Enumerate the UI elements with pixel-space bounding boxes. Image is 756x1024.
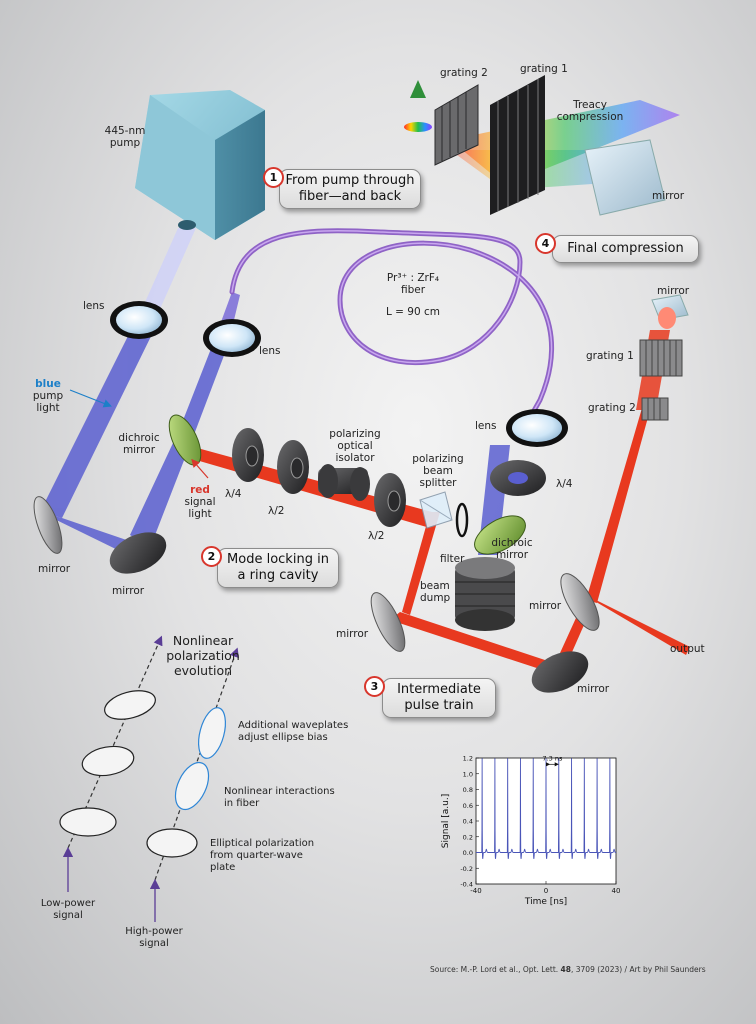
beam-dump: [455, 557, 515, 631]
y-tick-label: 0.6: [463, 802, 473, 810]
half-wave-label-1: λ/2: [268, 505, 285, 517]
y-axis-title: Signal [a.u.]: [441, 794, 451, 848]
x-tick-label: 0: [544, 887, 548, 895]
optical-isolator: [318, 464, 370, 501]
mirror-ring-left: [370, 592, 406, 652]
mirror-label-5: mirror: [577, 683, 610, 695]
x-tick-label: 40: [612, 887, 621, 895]
grating-1-right: [639, 339, 683, 377]
lens-fiber-input: [203, 319, 261, 357]
mirror-bottom-left: [33, 496, 63, 554]
callout-4-line-1: Final compression: [567, 241, 684, 256]
callout-3-line-2: pulse train: [404, 698, 474, 713]
red-pointer: [191, 458, 209, 479]
mirror-label-1: mirror: [38, 563, 71, 575]
mirror-ring-right: [560, 573, 600, 631]
quarter-wave-label-1: λ/4: [225, 488, 242, 500]
pulse-train-plot: -0.4 -0.2 0.0 0.2 0.4 0.6 0.8 1.0 1.2 -40 0 40 7.3 n…: [441, 754, 621, 907]
lens-label-1: lens: [83, 300, 105, 312]
grating-2-right: [641, 397, 669, 421]
quarter-wave-label-2: λ/4: [556, 478, 573, 490]
grating-1-right-label: grating 1: [586, 350, 634, 362]
half-wave-label-2: λ/2: [368, 530, 385, 542]
callout-1-line-1: From pump through: [285, 173, 415, 188]
output-label: output: [670, 643, 705, 655]
callout-4-number: 4: [535, 233, 556, 254]
lens-label-3: lens: [475, 420, 497, 432]
waveplate-quarter-2: [490, 460, 546, 496]
blue-pointer: [69, 389, 112, 408]
y-tick-label: 0.0: [463, 849, 473, 857]
callout-3-line-1: Intermediate: [397, 682, 481, 697]
period-annotation: 7.3 ns: [542, 754, 563, 762]
mirror-label-3: mirror: [336, 628, 369, 640]
callout-2-number: 2: [201, 546, 222, 567]
filter: [455, 502, 469, 538]
waveplate-half-2: [374, 473, 406, 527]
y-tick-label: 1.0: [463, 770, 473, 778]
y-tick-label: 0.8: [463, 786, 473, 794]
mirror-label-4: mirror: [529, 600, 562, 612]
fiber-loop: [229, 228, 555, 428]
lens-pump: [110, 301, 168, 339]
y-tick-label: -0.4: [460, 881, 473, 889]
treacy-compressor: [404, 75, 680, 216]
nlpe-diagram: [59, 635, 239, 922]
waveplate-quarter-1: [232, 428, 264, 482]
mirror-label-6: mirror: [652, 190, 685, 202]
pulse-train-chart: -0.4 -0.2 0.0 0.2 0.4 0.6 0.8 1.0 1.2 -40 0 40 7.3 n…: [438, 752, 660, 918]
fiber-label: Pr³⁺ : ZrF₄ fiber L = 90 cm: [385, 272, 441, 318]
mirror-label-2: mirror: [112, 585, 145, 597]
callout-2-line-1: Mode locking in: [227, 552, 329, 567]
callout-1-number: 1: [263, 167, 284, 188]
callout-4: Final compression: [552, 235, 699, 263]
mirror-bottom-center: [109, 532, 167, 574]
grating-2-top-label: grating 2: [440, 67, 488, 79]
lens-fiber-output: [506, 409, 568, 447]
grating-2-right-label: grating 2: [588, 402, 636, 414]
y-tick-label: 0.2: [463, 833, 473, 841]
x-axis-title: Time [ns]: [524, 897, 567, 907]
blue-pump-beam: [40, 228, 510, 556]
grating-1-top-label: grating 1: [520, 63, 568, 75]
mirror-ring-bottom: [531, 651, 589, 693]
callout-3-number: 3: [364, 676, 385, 697]
source-credit: Source: M.-P. Lord et al., Opt. Lett. 48…: [430, 965, 706, 974]
signal-trace: [476, 758, 616, 859]
callout-1-line-2: fiber—and back: [298, 189, 402, 204]
pump-laser-box: [135, 90, 265, 240]
callout-2-line-2: a ring cavity: [237, 568, 319, 583]
polarizing-beam-splitter: [419, 491, 453, 529]
lens-label-2: lens: [259, 345, 281, 357]
dichroic-mirror-right: [474, 515, 526, 555]
y-tick-label: -0.2: [460, 865, 473, 873]
y-tick-label: 1.2: [463, 755, 473, 763]
mirror-label-7: mirror: [657, 285, 690, 297]
y-tick-label: 0.4: [463, 818, 473, 826]
mirror-compressor: [651, 294, 689, 329]
filter-label: filter: [440, 553, 465, 565]
x-tick-label: -40: [470, 887, 481, 895]
waveplate-half-1: [277, 440, 309, 494]
